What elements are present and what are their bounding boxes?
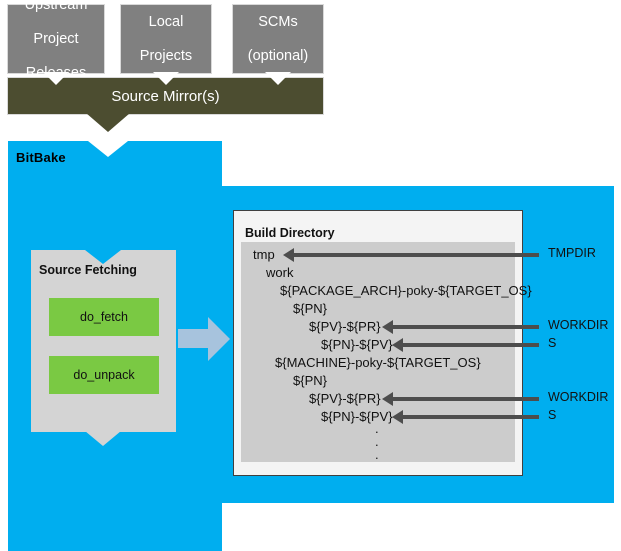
- build-directory-title: Build Directory: [245, 226, 335, 240]
- tree-item-work: work: [266, 265, 294, 280]
- bitbake-label: BitBake: [16, 150, 66, 165]
- tree-item-pn-2: ${PN}: [293, 373, 327, 388]
- source-fetching-bottom-arrow: [85, 431, 121, 446]
- source-mirror-label: Source Mirror(s): [111, 87, 220, 105]
- source-box-line: Project: [33, 30, 79, 47]
- callout-arrow-head: [382, 392, 393, 406]
- callout-label-tmpdir: TMPDIR: [548, 246, 596, 260]
- source-box-line: Projects: [139, 47, 193, 64]
- bitbake-region-left-foot: [8, 502, 222, 551]
- callout-label-s-1: S: [548, 336, 557, 350]
- mirror-flow-notch: [88, 141, 128, 157]
- callout-label-workdir-1: WORKDIR: [548, 318, 609, 332]
- task-label: do_fetch: [80, 310, 128, 324]
- scms-flow-arrow: [265, 72, 291, 85]
- callout-arrow-tmpdir: [283, 248, 539, 262]
- source-fetching-top-notch: [85, 250, 121, 264]
- tree-item-pv-pr-2: ${PV}-${PR}: [309, 391, 381, 406]
- source-box-local-projects: Local Projects: [121, 5, 211, 73]
- tree-item-pv-pr-1: ${PV}-${PR}: [309, 319, 381, 334]
- task-do-fetch[interactable]: do_fetch: [49, 298, 159, 336]
- source-box-scms-optional: SCMs (optional): [233, 5, 323, 73]
- source-box-line: Local: [148, 13, 184, 30]
- callout-arrow-head: [392, 410, 403, 424]
- fetch-to-build-arrow-shaft: [178, 329, 210, 348]
- source-box-line: SCMs: [258, 13, 298, 30]
- tree-item-tmp: tmp: [253, 247, 275, 262]
- tree-item-pn-pv-2: ${PN}-${PV}: [321, 409, 393, 424]
- fetch-to-build-arrow-head: [208, 317, 230, 361]
- tree-item-machine: ${MACHINE}-poky-${TARGET_OS}: [275, 355, 481, 370]
- source-fetching-title: Source Fetching: [39, 263, 137, 277]
- tree-ellipsis-dot: .: [375, 434, 379, 449]
- callout-arrow-workdir-1: [382, 320, 539, 334]
- fetch-to-build-arrow: [178, 317, 230, 361]
- source-mirror-down-arrow: [86, 113, 130, 132]
- callout-label-s-2: S: [548, 408, 557, 422]
- tree-ellipsis-dot: .: [375, 447, 379, 462]
- tree-item-pn-pv-1: ${PN}-${PV}: [321, 337, 393, 352]
- tree-ellipsis-dot: .: [375, 421, 379, 436]
- callout-arrow-s-1: [392, 338, 539, 352]
- callout-arrow-head: [382, 320, 393, 334]
- callout-arrow-workdir-2: [382, 392, 539, 406]
- source-box-line: Upstream: [24, 0, 88, 13]
- build-directory-tree-area: [241, 242, 515, 462]
- upstream-flow-arrow: [43, 72, 69, 85]
- source-fetching-card: [31, 250, 176, 432]
- tree-item-pn-1: ${PN}: [293, 301, 327, 316]
- source-box-line: (optional): [247, 47, 309, 64]
- callout-label-workdir-2: WORKDIR: [548, 390, 609, 404]
- callout-arrow-head: [283, 248, 294, 262]
- source-box-upstream-project-releases: Upstream Project Releases: [8, 0, 104, 81]
- local-projects-flow-arrow: [153, 72, 179, 85]
- task-do-unpack[interactable]: do_unpack: [49, 356, 159, 394]
- tree-item-package-arch: ${PACKAGE_ARCH}-poky-${TARGET_OS}: [280, 283, 532, 298]
- callout-arrow-s-2: [392, 410, 539, 424]
- callout-arrow-head: [392, 338, 403, 352]
- task-label: do_unpack: [73, 368, 135, 382]
